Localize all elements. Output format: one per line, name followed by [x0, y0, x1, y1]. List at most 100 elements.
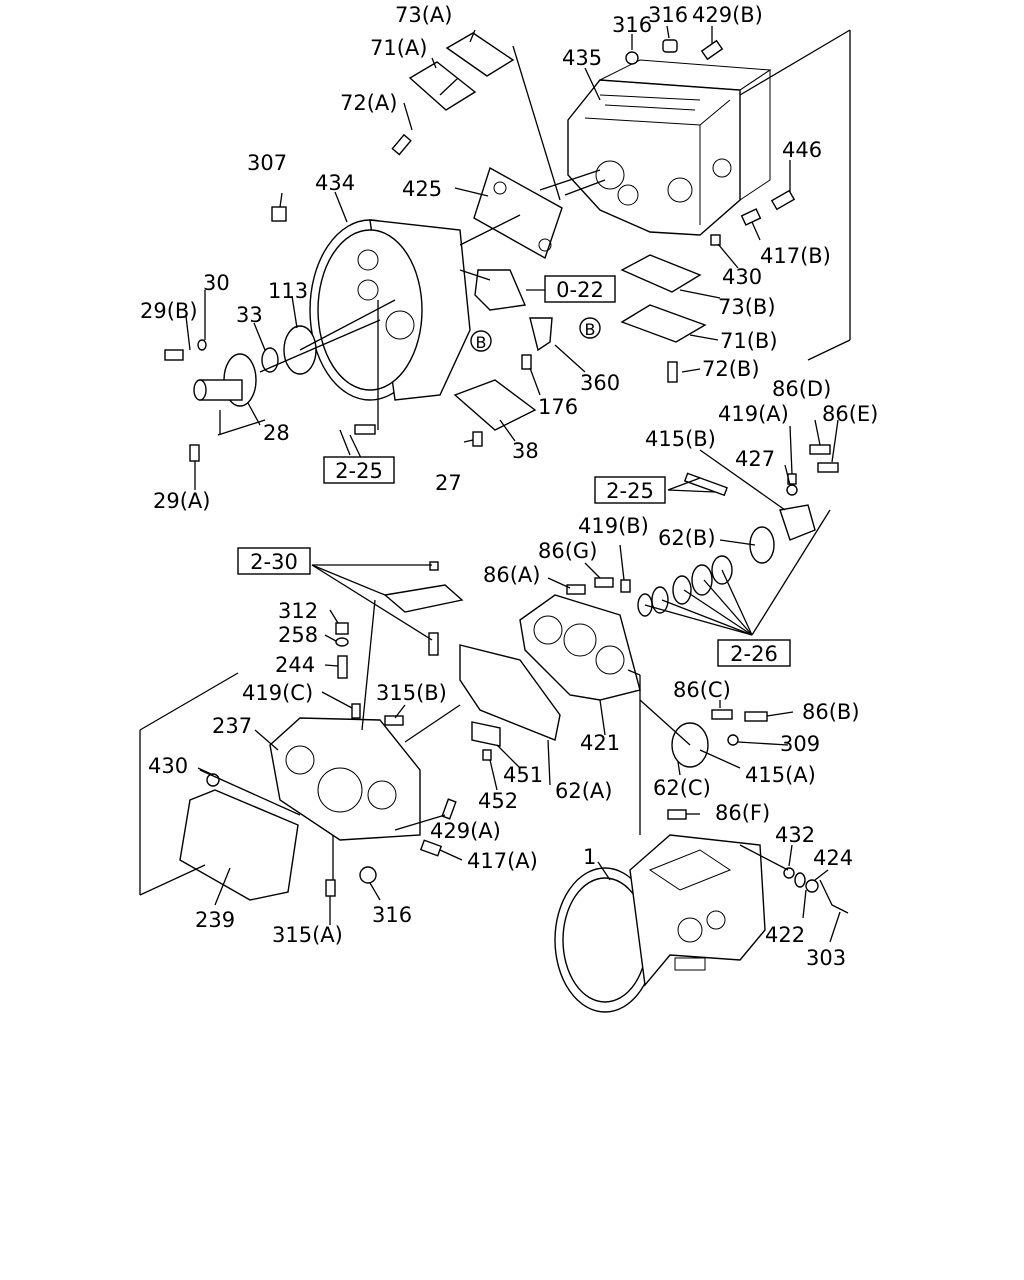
ring-2	[651, 586, 669, 614]
bolt-86E	[817, 462, 839, 473]
label-421: 421	[580, 731, 620, 755]
ref-box-2-25b	[594, 476, 666, 504]
plug-422	[794, 872, 806, 888]
bolt-72B	[667, 361, 678, 383]
label-176: 176	[538, 395, 578, 419]
bracket	[474, 269, 527, 311]
ref-2-25a: 2-25	[335, 459, 383, 483]
cover-71B	[620, 304, 707, 343]
label-33: 33	[236, 303, 263, 327]
label-429B: 429(B)	[692, 3, 763, 27]
label-432: 432	[775, 823, 815, 847]
label-429A: 429(A)	[430, 819, 501, 843]
label-86G: 86(G)	[538, 539, 597, 563]
label-417A: 417(A)	[467, 849, 538, 873]
plug-316-b	[662, 39, 678, 53]
bolt-29B	[164, 349, 184, 361]
label-71B: 71(B)	[720, 329, 778, 353]
ring-3	[672, 575, 692, 605]
bolt-429B	[700, 39, 724, 61]
marker-b-circle-1	[470, 330, 492, 352]
stud	[354, 424, 376, 435]
label-28: 28	[263, 421, 290, 445]
label-316c: 316	[372, 903, 412, 927]
label-86C: 86(C)	[673, 678, 731, 702]
stud-244	[337, 655, 348, 679]
clip-360	[529, 317, 553, 352]
label-430a: 430	[722, 265, 762, 289]
bolt-86G	[594, 577, 614, 588]
sensor-415B	[683, 472, 728, 497]
ref-2-30: 2-30	[250, 550, 298, 574]
seal-33	[261, 347, 279, 373]
cover-239	[179, 789, 299, 901]
bolt-72A	[391, 133, 412, 156]
ref-2-26: 2-26	[730, 642, 778, 666]
label-430b: 430	[148, 754, 188, 778]
ref-box-0-22	[544, 275, 616, 303]
bolt-86F	[667, 809, 687, 820]
label-1: 1	[583, 845, 596, 869]
pin-429A	[441, 798, 457, 820]
label-29A: 29(A)	[153, 489, 210, 513]
plug-417B	[740, 208, 762, 226]
pipe-303	[819, 879, 849, 914]
label-62A: 62(A)	[555, 779, 612, 803]
label-29B: 29(B)	[140, 299, 198, 323]
label-419B: 419(B)	[578, 514, 649, 538]
bolt-29A	[189, 444, 200, 462]
label-435: 435	[562, 46, 602, 70]
label-38: 38	[512, 439, 539, 463]
label-422: 422	[765, 923, 805, 947]
housing-434	[309, 219, 471, 401]
label-425: 425	[402, 177, 442, 201]
ref-0-22: 0-22	[556, 278, 604, 302]
ref-box-2-30	[237, 547, 311, 575]
washer-30	[197, 339, 207, 351]
nut-430a	[710, 234, 721, 246]
bolt-86D	[809, 444, 831, 455]
gasket-62A	[459, 644, 561, 741]
case-435	[567, 59, 772, 236]
label-415A: 415(A)	[745, 763, 816, 787]
ref-2-25b: 2-25	[606, 479, 654, 503]
plug-2-30	[429, 561, 439, 571]
pin-452	[482, 749, 492, 761]
plug-316c	[359, 866, 377, 884]
bearing-retainer-28	[193, 353, 257, 407]
housing-421	[519, 594, 641, 701]
cover-71A	[408, 61, 477, 111]
label-419A: 419(A)	[718, 402, 789, 426]
bolt-315A	[325, 879, 336, 897]
label-239: 239	[195, 908, 235, 932]
label-113: 113	[268, 279, 308, 303]
label-86F: 86(F)	[715, 801, 770, 825]
washer-309	[727, 734, 739, 746]
label-309: 309	[780, 732, 820, 756]
bolt-86B	[744, 711, 768, 722]
label-72A: 72(A)	[340, 91, 397, 115]
label-434: 434	[315, 171, 355, 195]
bolt-176	[521, 354, 532, 370]
housing-237	[269, 717, 421, 841]
washer-427	[786, 484, 798, 496]
bolt-446	[770, 189, 796, 211]
label-316a: 316	[612, 13, 652, 37]
label-360: 360	[580, 371, 620, 395]
seal-62B	[749, 526, 775, 564]
label-452: 452	[478, 789, 518, 813]
label-73B: 73(B)	[718, 295, 776, 319]
label-86D: 86(D)	[772, 377, 831, 401]
bolt-2-30	[428, 632, 439, 656]
label-86A: 86(A)	[483, 563, 540, 587]
label-307: 307	[247, 151, 287, 175]
label-72B: 72(B)	[702, 357, 760, 381]
label-62C: 62(C)	[653, 776, 711, 800]
label-446: 446	[782, 138, 822, 162]
label-303: 303	[806, 946, 846, 970]
bolt-27	[472, 431, 483, 447]
plug-432	[783, 867, 795, 879]
label-427: 427	[735, 447, 775, 471]
gasket-73A	[445, 32, 515, 77]
label-316b: 316	[648, 3, 688, 27]
